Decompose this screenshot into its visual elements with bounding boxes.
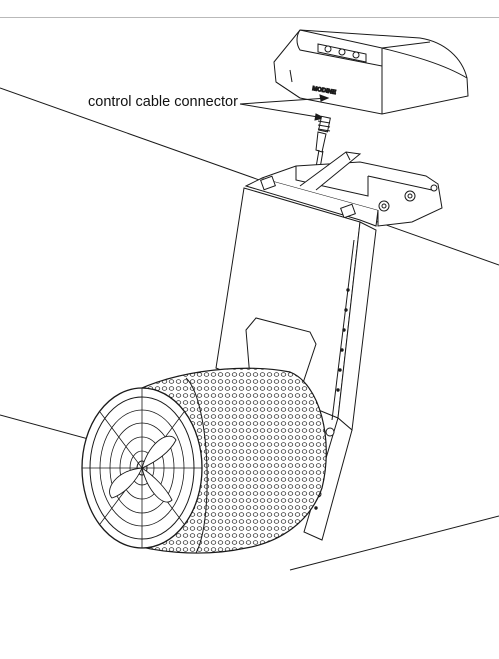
callout-leader-lines <box>239 94 330 121</box>
brand-label: MODINE <box>312 86 337 96</box>
heater-housing-plate <box>215 187 377 541</box>
control-cable-connector-label: control cable connector <box>88 94 238 110</box>
control-box: MODINE <box>273 29 469 115</box>
page-top-rule <box>0 17 499 18</box>
mounting-bracket <box>244 151 443 227</box>
fan-guard <box>81 387 203 549</box>
